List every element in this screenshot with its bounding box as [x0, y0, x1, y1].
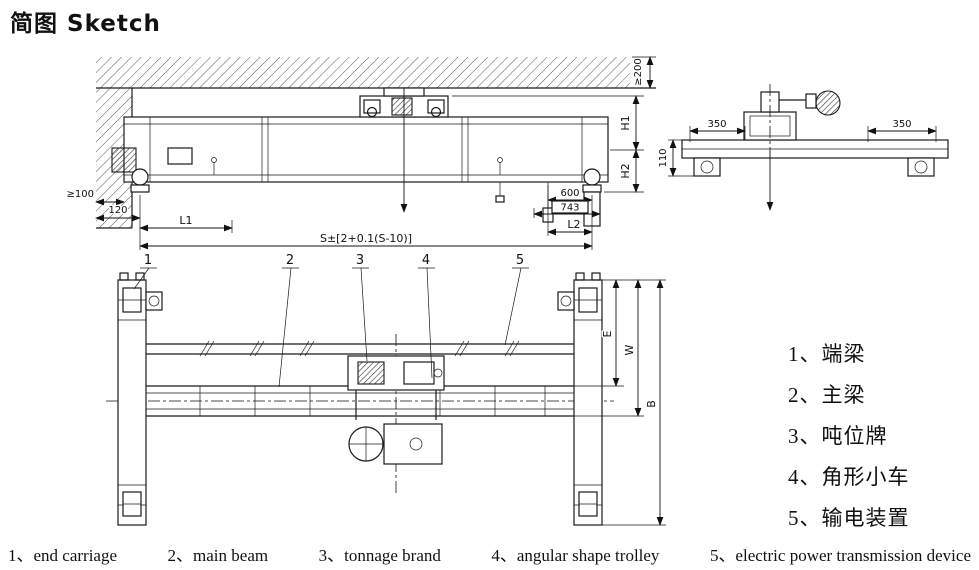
dim-110: 110: [658, 148, 669, 167]
left-wheel: [131, 168, 149, 186]
caption-item-end-carriage: 1、end carriage: [8, 546, 118, 565]
end-view: 350 350 110: [657, 84, 949, 211]
callout-4: 4: [422, 253, 430, 268]
left-buffer: [111, 147, 137, 173]
plan-view: 1 2 3 4 5 E W B: [106, 252, 666, 526]
legend-item-end-beam: 1、端梁: [788, 342, 866, 366]
dim-l2: L2: [567, 218, 580, 231]
legend-item-power-device: 5、输电装置: [788, 506, 910, 530]
dim-clearance-top: ≥200: [633, 58, 644, 85]
main-girder: [123, 116, 609, 183]
dim-w: W: [623, 344, 636, 355]
callout-3: 3: [356, 253, 364, 268]
caption-item-power-device: 5、electric power transmission device: [709, 546, 971, 565]
ceiling-hatch: [96, 57, 630, 88]
dim-h2: H2: [619, 163, 632, 178]
right-wheel: [583, 168, 601, 186]
elevation-view: ≥200 H1 H2 ≥100 120 L1 600 743 L2 S±[2+0…: [65, 56, 656, 250]
dim-b: B: [645, 400, 658, 408]
legend-item-main-beam: 2、主梁: [788, 383, 866, 407]
plan-callouts: 1 2 3 4 5: [133, 252, 529, 388]
conductor-line: [146, 340, 574, 357]
page-title: 简图 Sketch: [10, 11, 161, 37]
dim-e: E: [601, 330, 614, 337]
legend-item-angular-trolley: 4、角形小车: [788, 465, 910, 489]
left-rail: [130, 184, 150, 193]
motor-icon: [815, 90, 841, 116]
tonnage-plate: [167, 147, 193, 165]
main-beam-plan: [146, 385, 574, 417]
dim-clearance-left: ≥100: [67, 189, 94, 200]
legend-item-tonnage-plate: 3、吨位牌: [788, 424, 888, 448]
right-end-carriage: [557, 272, 603, 526]
callout-1: 1: [144, 253, 152, 268]
caption-en: 1、end carriage 2、main beam 3、tonnage bra…: [8, 541, 971, 566]
callout-5: 5: [516, 253, 524, 268]
legend-cn: 1、端梁 2、主梁 3、吨位牌 4、角形小车 5、输电装置: [788, 338, 910, 543]
dim-350-right: 350: [892, 119, 911, 130]
trolley-plan: [347, 355, 445, 465]
dim-l1: L1: [179, 214, 192, 227]
dim-600: 600: [560, 188, 579, 199]
caption-item-tonnage-brand: 3、tonnage brand: [318, 546, 441, 565]
caption-item-angular-trolley: 4、angular shape trolley: [491, 546, 660, 565]
dim-span: S±[2+0.1(S-10)]: [320, 232, 412, 245]
dim-h1: H1: [619, 115, 632, 130]
dim-350-left: 350: [707, 119, 726, 130]
left-end-carriage: [117, 272, 163, 526]
right-rail: [582, 184, 602, 193]
plan-dimensions: E W B: [574, 279, 666, 526]
dim-rail-offset: 120: [108, 205, 127, 216]
callout-2: 2: [286, 253, 294, 268]
dim-743: 743: [560, 203, 579, 214]
caption-item-main-beam: 2、main beam: [167, 546, 269, 565]
